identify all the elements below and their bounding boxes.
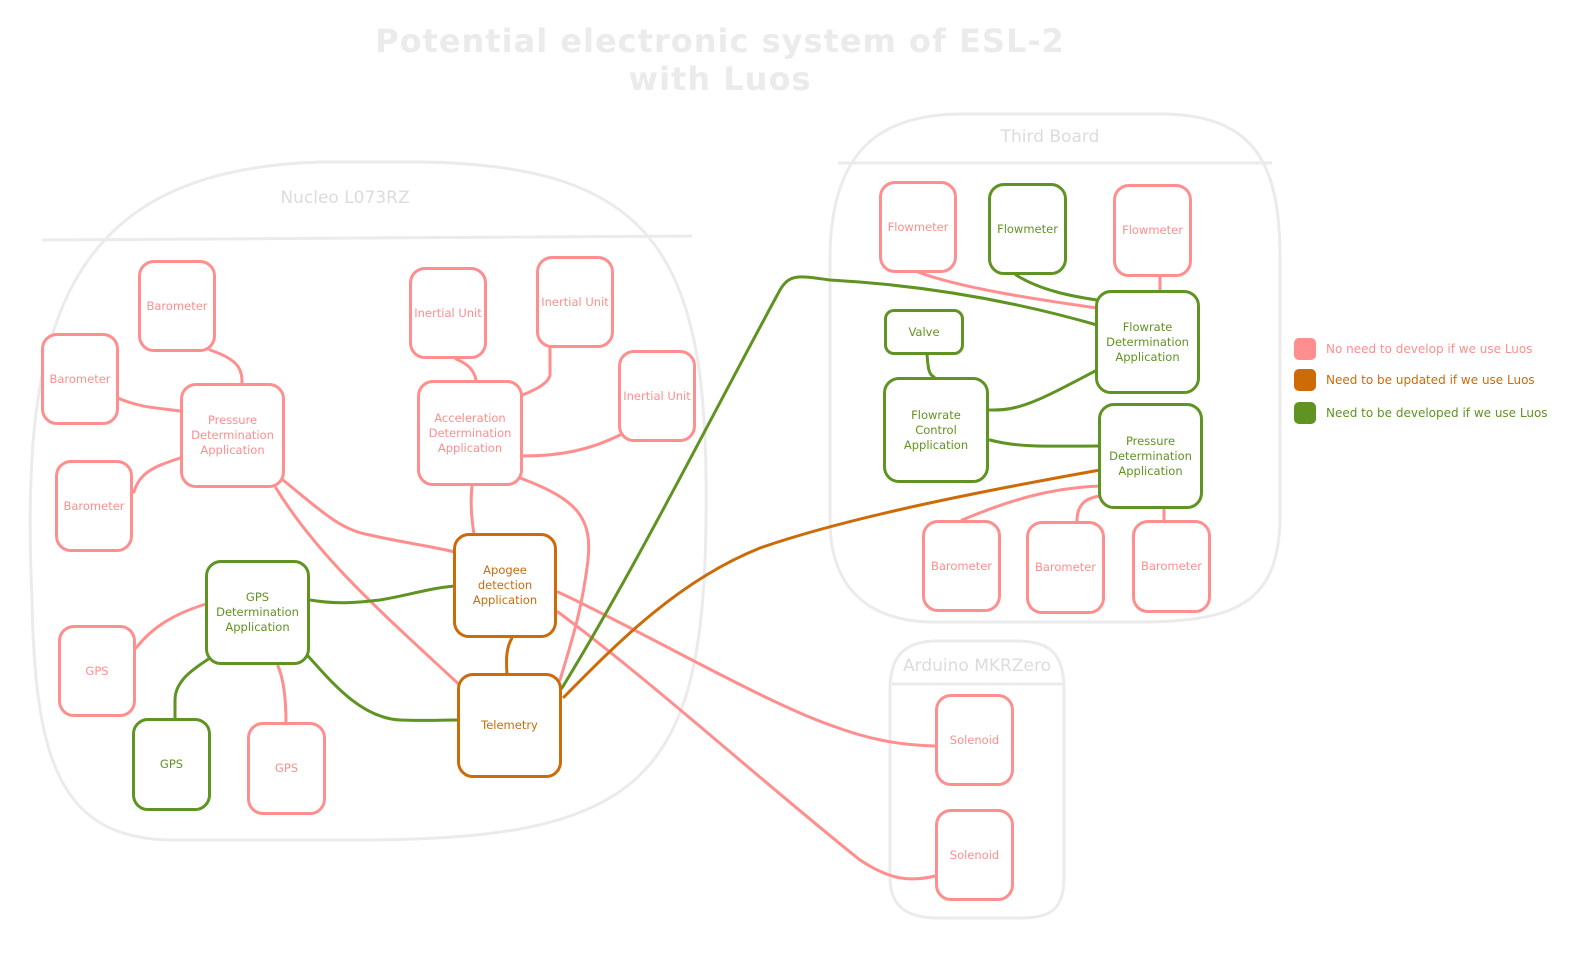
legend-label: Need to be updated if we use Luos <box>1326 373 1535 387</box>
node-flowmeter[interactable]: Flowmeter <box>988 183 1067 275</box>
edge-baro1-pda <box>208 348 244 386</box>
node-telemetry[interactable]: Telemetry <box>457 673 562 778</box>
legend-label: Need to be developed if we use Luos <box>1326 406 1548 420</box>
edge-gps1-gpsda <box>134 602 208 650</box>
edge-gps2-gpsda <box>173 656 212 720</box>
group-third-container <box>828 112 1282 624</box>
node-inertial-unit[interactable]: Inertial Unit <box>409 267 487 359</box>
node-flowmeter[interactable]: Flowmeter <box>1113 184 1192 277</box>
edge-fca-pda2 <box>988 438 1102 448</box>
node-acceleration-determination-app[interactable]: Acceleration Determination Application <box>417 380 523 486</box>
group-label-third: Third Board <box>1000 127 1100 147</box>
edge-apogee-sol2 <box>556 610 937 881</box>
node-gps[interactable]: GPS <box>132 718 211 811</box>
page-title: Potential electronic system of ESL-2 wit… <box>375 22 1065 98</box>
legend-item: Need to be developed if we use Luos <box>1294 402 1548 424</box>
legend-item: Need to be updated if we use Luos <box>1294 369 1535 391</box>
edge-tbaro2-pda2 <box>1075 494 1102 523</box>
legend-swatch-green <box>1294 402 1316 424</box>
edge-baro2-pda <box>116 396 182 413</box>
edge-fca-fda <box>988 368 1099 412</box>
edge-gpsda-apogee <box>308 584 457 605</box>
node-pressure-determination-app[interactable]: Pressure Determination Application <box>180 383 285 488</box>
edge-apogee-telemetry <box>505 636 514 676</box>
edge-iu3-ada <box>521 433 622 458</box>
edge-gps3-gpsda <box>276 664 288 725</box>
node-solenoid[interactable]: Solenoid <box>935 694 1014 786</box>
node-inertial-unit[interactable]: Inertial Unit <box>618 350 696 442</box>
group-nucleo-container <box>28 160 708 842</box>
node-gps[interactable]: GPS <box>247 722 326 815</box>
edge-tbaro1-pda2 <box>960 484 1102 522</box>
edge-fm1-fda <box>916 270 1099 310</box>
edge-fm2-fda <box>1014 273 1099 302</box>
node-barometer[interactable]: Barometer <box>41 333 119 425</box>
edge-iu1-ada <box>454 357 478 382</box>
edge-ada-apogee <box>469 484 476 537</box>
edge-baro3-pda <box>132 456 182 494</box>
edge-apogee-sol1 <box>556 590 937 748</box>
node-barometer[interactable]: Barometer <box>55 460 133 552</box>
legend-label: No need to develop if we use Luos <box>1326 342 1533 356</box>
group-label-arduino: Arduino MKRZero <box>903 656 1051 676</box>
edge-pda-telemetry <box>274 486 467 692</box>
edge-telemetry-pda2 <box>562 468 1102 699</box>
edge-telemetry-fda <box>560 275 1099 690</box>
node-valve[interactable]: Valve <box>884 309 964 355</box>
group-arduino-container <box>888 639 1066 920</box>
node-apogee-detection-app[interactable]: Apogee detection Application <box>453 533 557 638</box>
legend-item: No need to develop if we use Luos <box>1294 338 1533 360</box>
edge-ada-telemetry <box>518 476 591 682</box>
node-gps-determination-app[interactable]: GPS Determination Application <box>205 560 310 665</box>
node-solenoid[interactable]: Solenoid <box>935 809 1014 901</box>
legend-swatch-pink <box>1294 338 1316 360</box>
node-barometer[interactable]: Barometer <box>1132 520 1211 613</box>
edge-gpsda-telemetry <box>306 654 460 722</box>
node-flowmeter[interactable]: Flowmeter <box>879 181 957 273</box>
group-label-nucleo: Nucleo L073RZ <box>280 188 410 208</box>
edge-pda-apogee <box>281 478 457 554</box>
node-pressure-determination-app-third[interactable]: Pressure Determination Application <box>1098 403 1203 509</box>
node-barometer[interactable]: Barometer <box>1026 521 1105 614</box>
node-inertial-unit[interactable]: Inertial Unit <box>536 256 614 348</box>
legend-swatch-orange <box>1294 369 1316 391</box>
node-flowrate-determination-app[interactable]: Flowrate Determination Application <box>1095 290 1200 394</box>
edge-valve-fca <box>925 352 936 379</box>
edge-iu2-ada <box>518 346 552 398</box>
node-barometer[interactable]: Barometer <box>138 260 216 352</box>
node-flowrate-control-app[interactable]: Flowrate Control Application <box>883 377 989 483</box>
node-gps[interactable]: GPS <box>58 625 136 717</box>
node-barometer[interactable]: Barometer <box>922 520 1001 612</box>
